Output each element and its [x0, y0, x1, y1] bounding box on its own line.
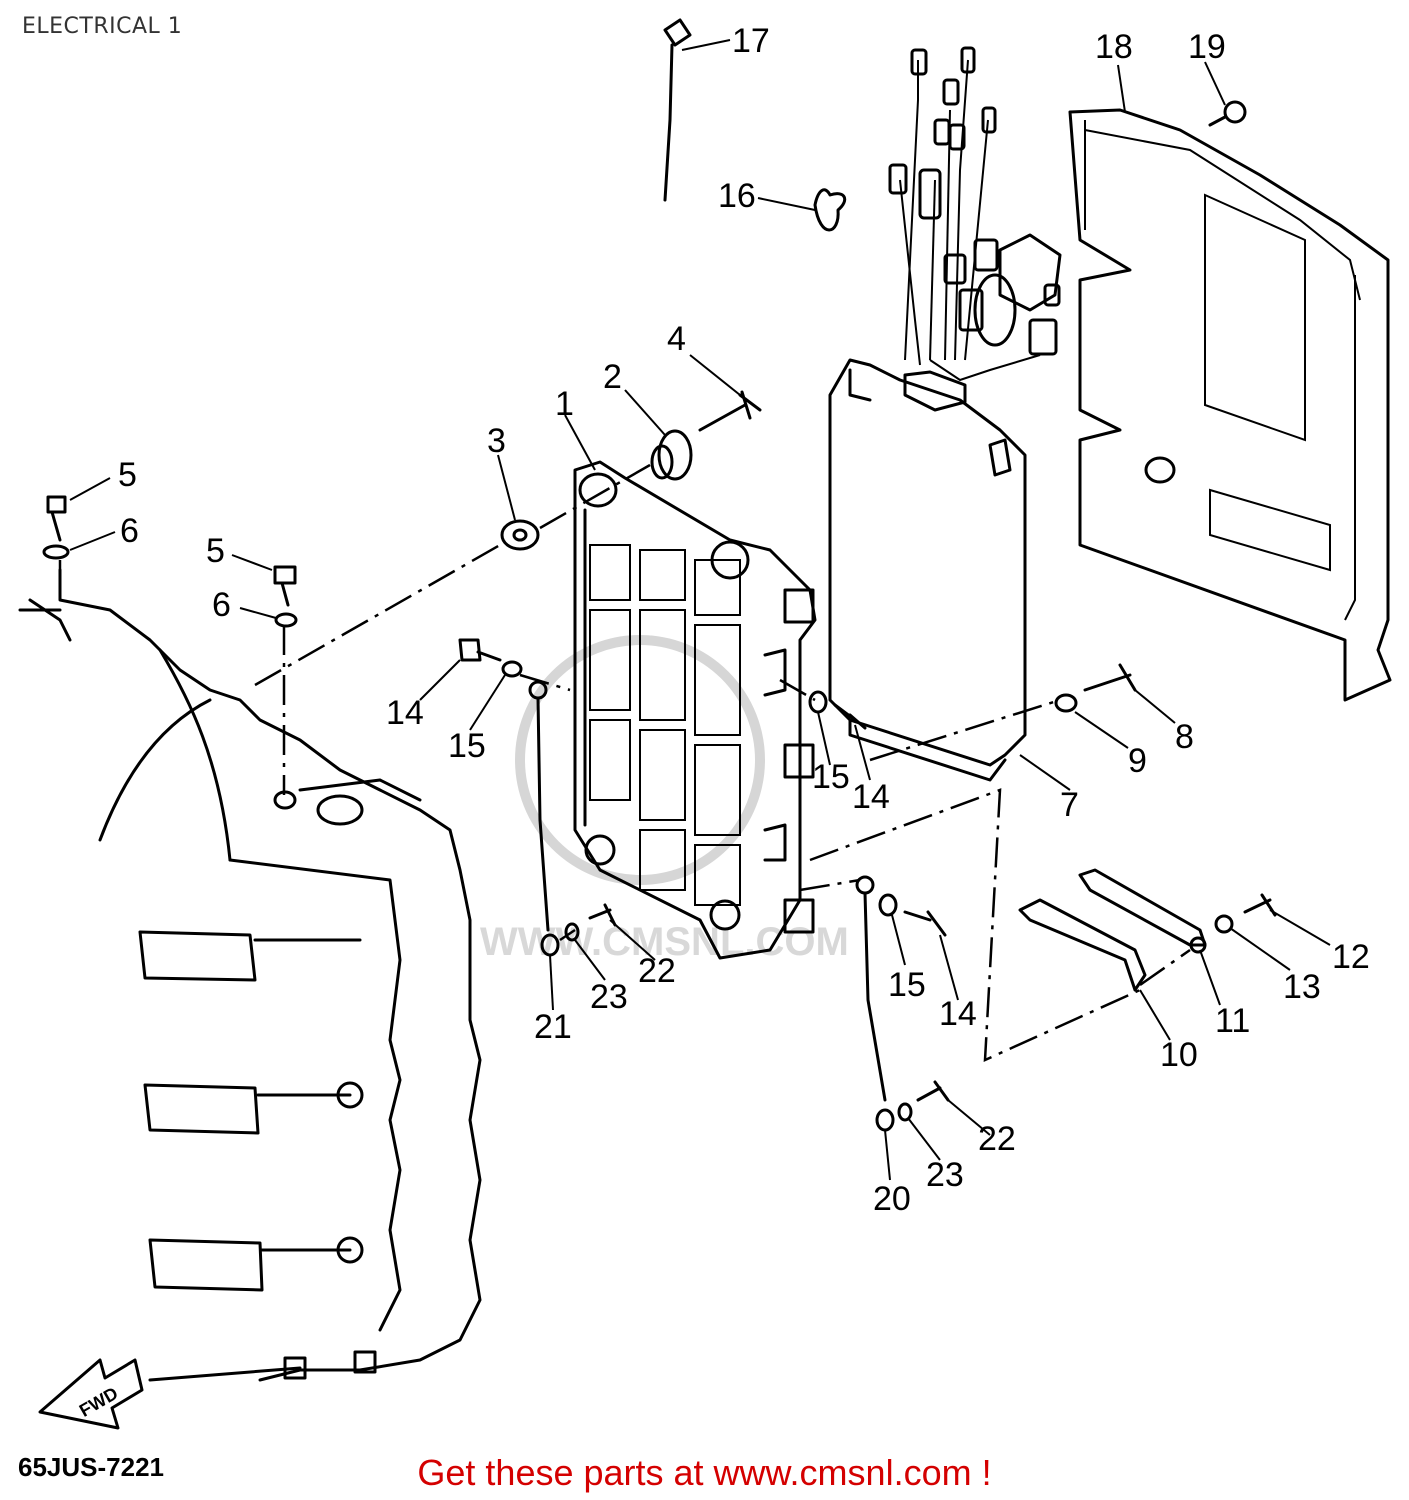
- callout-15b: 15: [812, 758, 850, 796]
- leader-lines: [69, 39, 1331, 1181]
- callout-15c: 15: [888, 966, 926, 1004]
- callout-12: 12: [1332, 938, 1370, 976]
- callout-1: 1: [555, 385, 574, 423]
- callout-5b: 5: [206, 532, 225, 570]
- callout-11: 11: [1215, 1002, 1250, 1040]
- callout-7: 7: [1060, 786, 1079, 824]
- callout-20: 20: [873, 1180, 911, 1218]
- bracket-10: [1018, 868, 1207, 992]
- callout-3: 3: [487, 422, 506, 460]
- callout-21: 21: [534, 1008, 572, 1046]
- callout-18: 18: [1095, 28, 1133, 66]
- callout-14c: 14: [939, 995, 977, 1033]
- callout-17: 17: [732, 22, 770, 60]
- callout-5a: 5: [118, 456, 137, 494]
- callout-23a: 23: [590, 978, 628, 1016]
- callout-19: 19: [1188, 28, 1226, 66]
- cover-panel: [1068, 108, 1392, 702]
- wiring-harness: [888, 46, 1062, 382]
- callout-22a: 22: [638, 952, 676, 990]
- callout-10: 10: [1160, 1036, 1198, 1074]
- callout-14b: 14: [852, 778, 890, 816]
- fwd-arrow-icon: FWD: [38, 1358, 144, 1430]
- callout-14a: 14: [386, 694, 424, 732]
- callout-4: 4: [667, 320, 686, 358]
- callout-6a: 6: [120, 512, 139, 550]
- callout-2: 2: [603, 358, 622, 396]
- callout-15a: 15: [448, 727, 486, 765]
- bracket-plate: [573, 460, 817, 960]
- footer-link[interactable]: Get these parts at www.cmsnl.com !: [417, 1452, 992, 1493]
- drawing-code: 65JUS-7221: [18, 1452, 164, 1482]
- callout-6b: 6: [212, 586, 231, 624]
- callout-numbers: 17 16 18 19 4 2 1 3 5 6 5 6 14 15 15 14 …: [118, 22, 1370, 1218]
- callout-22b: 22: [978, 1120, 1016, 1158]
- callout-16: 16: [718, 177, 756, 215]
- assembly-lines: [58, 463, 1191, 1062]
- callout-9: 9: [1128, 742, 1147, 780]
- callout-8: 8: [1175, 718, 1194, 756]
- hardware: [42, 18, 1277, 1132]
- page-title: ELECTRICAL 1: [22, 14, 183, 39]
- control-unit-box: [828, 358, 1027, 782]
- engine-block: [18, 568, 482, 1382]
- callout-13: 13: [1283, 968, 1321, 1006]
- callout-23b: 23: [926, 1156, 964, 1194]
